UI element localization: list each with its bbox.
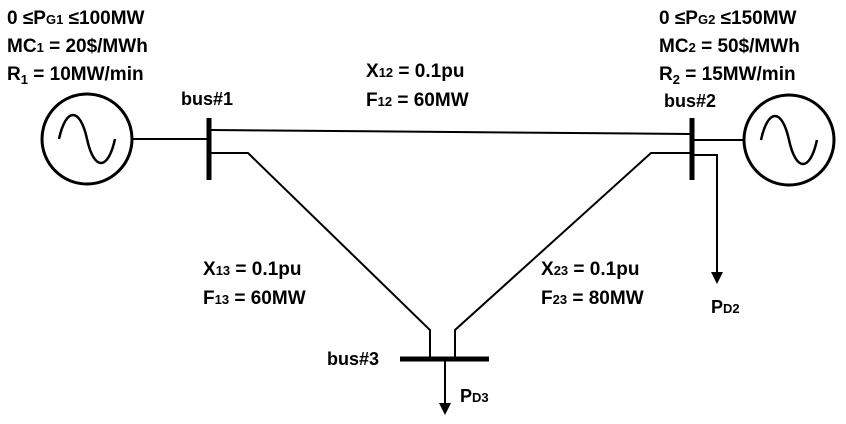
line-2-3-reactance-label: X23 = 0.1pu: [541, 259, 639, 280]
line-1-2-reactance-label: X12 = 0.1pu: [366, 61, 464, 82]
generator-1-sine-icon: [57, 114, 117, 164]
bus-3-label: bus#3: [327, 349, 379, 369]
gen-1-limit-label: 0 ≤PG1 ≤100MW: [7, 8, 145, 29]
load-2-arrow: [694, 154, 723, 284]
line-2-3-flow-limit-label: F23 = 80MW: [541, 288, 644, 309]
gen-1-mc-label: MC1 = 20$/MWh: [7, 36, 148, 57]
generator-1: [40, 92, 134, 186]
gen-2-mc-label: MC2 = 50$/MWh: [659, 36, 800, 57]
load-2-arrowhead: [711, 272, 723, 284]
load-2-label: PD2: [711, 297, 740, 317]
bus-1-label: bus#1: [181, 89, 233, 109]
line-1-3-flow-limit-label: F13 = 60MW: [203, 288, 306, 309]
load-3-arrow: [439, 361, 451, 415]
gen-1-ramp-label: R1 = 10MW/min: [7, 64, 144, 87]
load-3-arrowhead: [439, 403, 451, 415]
generator-2: [742, 93, 836, 187]
load-3-label: PD3: [460, 386, 489, 406]
line-1-3: [211, 152, 431, 357]
line-2-3: [454, 152, 690, 357]
gen-2-ramp-label: R2 = 15MW/min: [659, 64, 796, 87]
bus-2-label: bus#2: [664, 91, 716, 111]
line-1-3-reactance-label: X13 = 0.1pu: [203, 259, 301, 280]
gen-2-limit-label: 0 ≤PG2 ≤150MW: [659, 8, 797, 29]
generator-2-sine-icon: [759, 115, 819, 165]
line-1-2: [210, 129, 691, 135]
line-1-2-flow-limit-label: F12 = 60MW: [366, 90, 469, 111]
